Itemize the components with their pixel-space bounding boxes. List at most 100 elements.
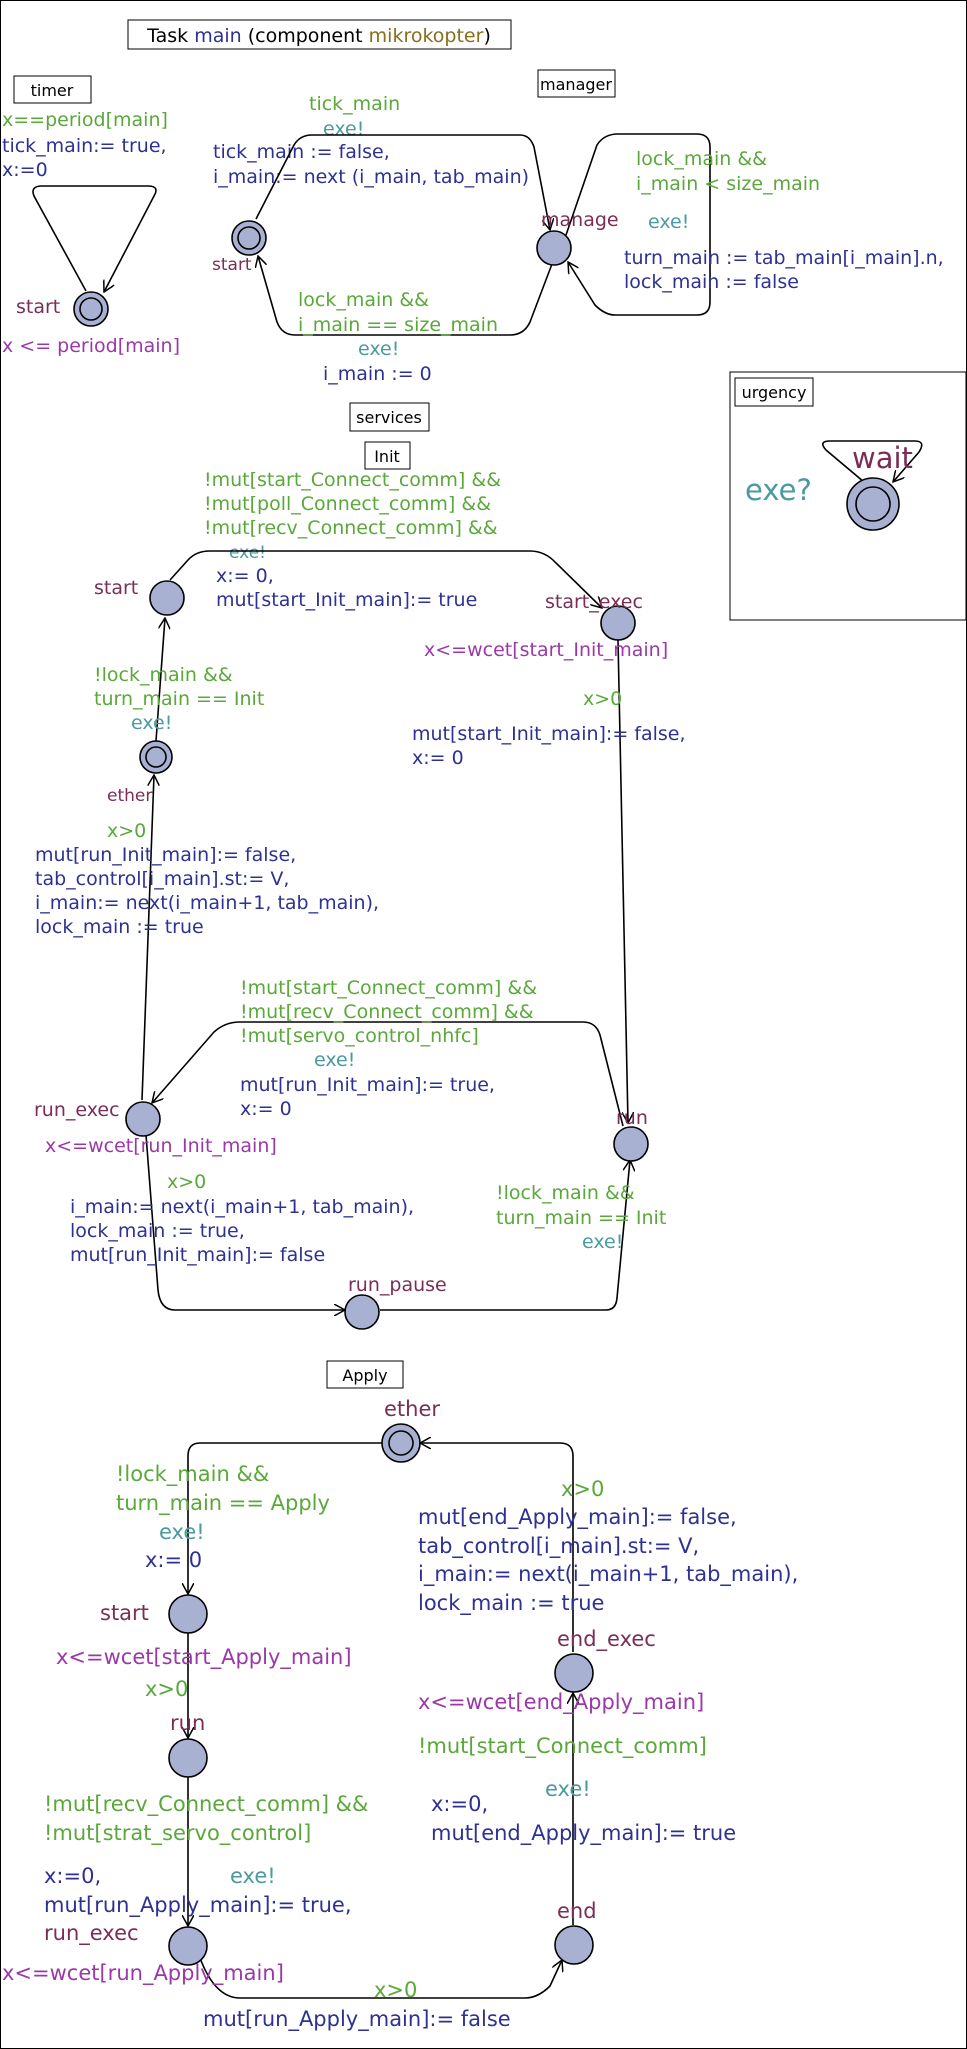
init-edge-ether-to-start xyxy=(155,618,165,742)
manager-top-assign-1: tick_main := false, xyxy=(213,141,390,163)
init-mid-assign-1: mut[run_Init_main]:= true, xyxy=(240,1074,495,1096)
apply-edge-end-exec-to-ether xyxy=(420,1443,574,1652)
init-start-exec-name: start_exec xyxy=(545,591,643,613)
apply-right-guard: x>0 xyxy=(561,1477,604,1501)
apply-left-guard-2: turn_main == Apply xyxy=(116,1491,330,1516)
manager-top-assign-2: i_main:= next (i_main, tab_main) xyxy=(213,166,529,188)
init-top-guard-2: !mut[poll_Connect_comm] && xyxy=(204,493,491,515)
apply-left-assign: x:= 0 xyxy=(145,1548,202,1572)
apply-right-assign-3: i_main:= next(i_main+1, tab_main), xyxy=(418,1562,798,1587)
init-label: Init xyxy=(374,447,400,466)
init-right-assign-1: mut[start_Init_main]:= false, xyxy=(412,723,686,745)
apply-start-name: start xyxy=(100,1601,149,1625)
init-left-sync: exe! xyxy=(131,712,172,734)
apply-run-assign-1: x:=0, xyxy=(44,1864,101,1888)
apply-run-exec-name: run_exec xyxy=(44,1921,139,1946)
apply-start-guard: x>0 xyxy=(145,1677,188,1701)
init-top-assign-1: x:= 0, xyxy=(216,565,274,587)
apply-run-guard-1: !mut[recv_Connect_comm] && xyxy=(44,1792,368,1817)
init-right-guard: x>0 xyxy=(583,688,622,710)
init-run-exec-invariant: x<=wcet[run_Init_main] xyxy=(45,1135,277,1157)
apply-run-sync: exe! xyxy=(230,1864,276,1888)
timer-assign-2: x:=0 xyxy=(2,159,48,181)
apply-end-sync: exe! xyxy=(545,1777,591,1801)
timer-invariant: x <= period[main] xyxy=(2,335,180,357)
init-run-exec-name: run_exec xyxy=(34,1099,120,1121)
timer-start-initial-ring xyxy=(79,297,103,321)
init-bottom-guard: x>0 xyxy=(167,1171,206,1193)
urgency-label: urgency xyxy=(742,383,807,402)
apply-edge-run-exec-to-end xyxy=(199,1957,562,1999)
init-run-guard-1: !lock_main && xyxy=(496,1182,635,1204)
init-top-assign-2: mut[start_Init_main]:= true xyxy=(216,589,477,611)
init-mid-sync: exe! xyxy=(314,1049,355,1071)
apply-run-guard-2: !mut[strat_servo_control] xyxy=(44,1821,311,1846)
init-run-pause-location xyxy=(344,1294,380,1330)
manager-bottom-guard-2: i_main == size_main xyxy=(298,314,498,336)
apply-right-assign-2: tab_control[i_main].st:= V, xyxy=(418,1534,699,1559)
init-run-sync: exe! xyxy=(582,1231,623,1253)
title-task: main xyxy=(194,25,241,47)
timer-automaton: timer x==period[main] tick_main:= true, … xyxy=(2,75,180,357)
init-mid-guard-3: !mut[servo_control_nhfc] xyxy=(240,1025,479,1047)
manager-edge-reset xyxy=(258,256,553,336)
init-mid-guard-1: !mut[start_Connect_comm] && xyxy=(240,977,537,999)
manager-loop-guard-2: i_main < size_main xyxy=(636,173,820,195)
timer-guard: x==period[main] xyxy=(2,109,168,131)
services-label: services xyxy=(356,408,422,427)
manager-bottom-guard-1: lock_main && xyxy=(298,289,429,311)
init-run-name: run xyxy=(616,1107,648,1129)
init-run-pause-name: run_pause xyxy=(348,1274,447,1296)
title-suffix: ) xyxy=(483,25,490,47)
apply-start-location xyxy=(168,1594,208,1634)
timer-label: timer xyxy=(31,81,74,100)
init-top-guard-1: !mut[start_Connect_comm] && xyxy=(204,469,501,491)
urgency-self-loop xyxy=(822,440,923,482)
manager-manage-location xyxy=(536,230,572,266)
manager-top-sync: exe! xyxy=(323,118,364,140)
apply-start-invariant: x<=wcet[start_Apply_main] xyxy=(56,1645,352,1670)
apply-end-guard: !mut[start_Connect_comm] xyxy=(418,1734,707,1759)
apply-right-assign-1: mut[end_Apply_main]:= false, xyxy=(418,1505,737,1530)
manager-start-initial-ring xyxy=(237,226,261,250)
init-run-guard-2: turn_main == Init xyxy=(496,1207,666,1229)
title-component: mikrokopter xyxy=(369,25,484,47)
manager-label: manager xyxy=(540,75,612,94)
apply-run-exec-invariant: x<=wcet[run_Apply_main] xyxy=(2,1961,284,1986)
init-ether-initial-ring xyxy=(145,746,167,768)
manager-loop-guard-1: lock_main && xyxy=(636,148,767,170)
manager-automaton: manager tick_main exe! tick_main := fals… xyxy=(212,69,944,385)
apply-end-location xyxy=(554,1925,594,1965)
manager-start-name: start xyxy=(212,255,252,275)
apply-bottom-guard: x>0 xyxy=(374,1978,417,2002)
init-left-guard-2: turn_main == Init xyxy=(94,688,264,710)
urgency-wait-initial-ring xyxy=(855,486,891,522)
apply-right-assign-4: lock_main := true xyxy=(418,1591,604,1616)
apply-bottom-assign: mut[run_Apply_main]:= false xyxy=(203,2007,511,2032)
init-bottom-assign-1: i_main:= next(i_main+1, tab_main), xyxy=(70,1196,414,1218)
apply-label: Apply xyxy=(342,1366,387,1385)
init-start-exec-location xyxy=(600,605,636,641)
init-edge-run-to-run-exec xyxy=(152,1021,624,1127)
init-start-exec-invariant: x<=wcet[start_Init_main] xyxy=(424,639,668,661)
init-ether-assign-4: lock_main := true xyxy=(35,916,204,938)
init-mid-assign-2: x:= 0 xyxy=(240,1098,292,1120)
apply-run-name: run xyxy=(170,1711,205,1735)
apply-left-guard-1: !lock_main && xyxy=(116,1462,269,1487)
urgency-automaton: urgency exe? wait xyxy=(729,371,967,621)
init-run-exec-location xyxy=(125,1101,161,1137)
init-edge-start-to-start-exec xyxy=(169,550,602,608)
apply-end-name: end xyxy=(557,1899,597,1923)
init-right-assign-2: x:= 0 xyxy=(412,747,464,769)
init-ether-guard: x>0 xyxy=(107,820,146,842)
manager-edge-loop xyxy=(565,133,711,316)
title-prefix: Task xyxy=(146,25,194,47)
init-edge-run-exec-to-ether xyxy=(141,775,154,1101)
init-mid-guard-2: !mut[recv_Connect_comm] && xyxy=(240,1001,534,1023)
init-edge-start-exec-to-run xyxy=(617,639,628,1123)
apply-end-exec-name: end_exec xyxy=(557,1627,656,1652)
init-left-guard-1: !lock_main && xyxy=(94,664,233,686)
init-top-sync: exe! xyxy=(229,543,266,563)
manager-loop-assign-2: lock_main := false xyxy=(624,271,799,293)
apply-run-location xyxy=(168,1738,208,1778)
